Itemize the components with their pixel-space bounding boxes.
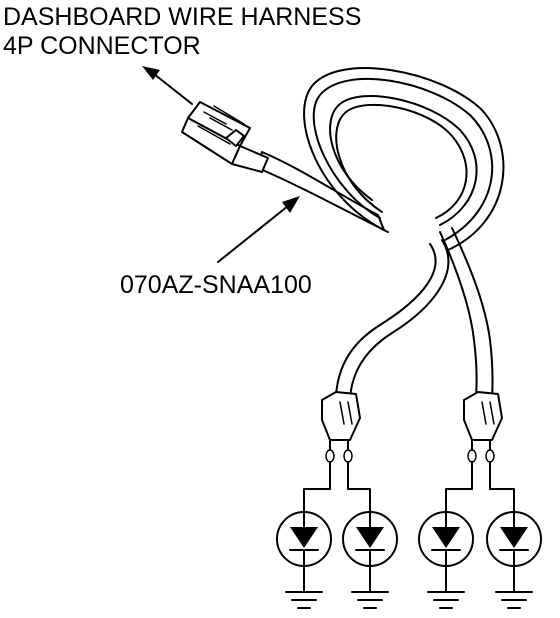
lamp-1 bbox=[276, 511, 332, 567]
connector-label-line1: DASHBOARD WIRE HARNESS bbox=[3, 3, 362, 31]
ground-symbol-1 bbox=[285, 565, 323, 609]
split-connector-left bbox=[321, 391, 361, 463]
ground-symbol-2 bbox=[351, 565, 389, 609]
part-number-leader-arrow bbox=[217, 196, 300, 263]
harness-cable bbox=[257, 67, 505, 399]
split-connector-right bbox=[463, 391, 503, 463]
part-number-label: 070AZ-SNAA100 bbox=[120, 271, 312, 299]
ground-symbol-4 bbox=[495, 565, 533, 609]
lamp-4 bbox=[486, 511, 542, 567]
lamp-2 bbox=[342, 511, 398, 567]
connector-leader-arrow bbox=[142, 66, 193, 105]
ground-symbol-3 bbox=[427, 565, 465, 609]
lamp-wiring bbox=[303, 461, 515, 513]
lamp-3 bbox=[418, 511, 474, 567]
connector-label-line2: 4P CONNECTOR bbox=[3, 32, 201, 60]
dashboard-4p-connector bbox=[181, 101, 269, 173]
